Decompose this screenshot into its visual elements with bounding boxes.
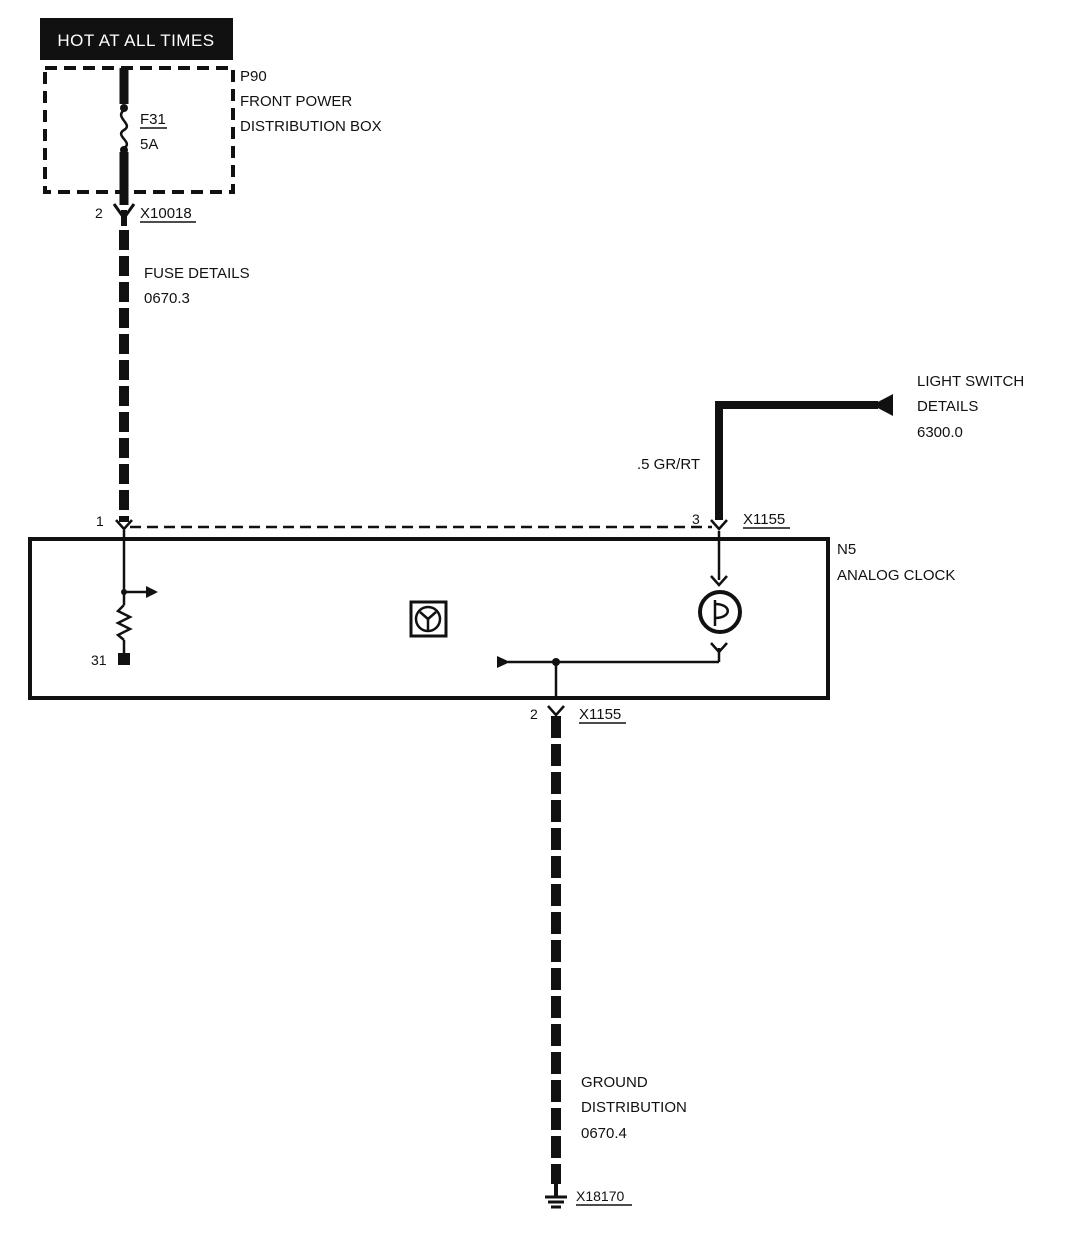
connector-x1155-bottom-id: X1155 xyxy=(579,706,621,723)
analog-clock-component-box xyxy=(28,537,830,700)
wire-gr-rt-label: .5 GR/RT xyxy=(637,456,700,473)
component-id: N5 xyxy=(837,541,856,558)
component-name: ANALOG CLOCK xyxy=(837,567,955,584)
ground-distribution-line3: 0670.4 xyxy=(581,1125,627,1142)
illumination-lamp-icon xyxy=(698,531,742,662)
light-switch-arrow-icon xyxy=(872,394,893,416)
clock-symbol-icon xyxy=(409,600,448,638)
connector-pin1-icon xyxy=(115,519,133,531)
light-switch-line3: 6300.0 xyxy=(917,424,963,441)
light-switch-wire xyxy=(715,401,878,520)
ground-symbol-icon xyxy=(545,1184,567,1209)
fuse-symbol-icon xyxy=(119,104,129,154)
ground-distribution-line2: DISTRIBUTION xyxy=(581,1099,687,1116)
ground-distribution-line1: GROUND xyxy=(581,1074,648,1091)
connector-x1155-pin2-icon xyxy=(547,705,565,717)
fuse-details-line2: 0670.3 xyxy=(144,290,190,307)
hot-at-all-times-header: HOT AT ALL TIMES xyxy=(40,18,233,60)
connector-x1155-pin3: 3 xyxy=(692,511,700,527)
hot-label: HOT AT ALL TIMES xyxy=(57,31,214,50)
internal-ground-line xyxy=(497,656,719,700)
ground-connector-id: X18170 xyxy=(576,1188,624,1204)
fuse-box-id: P90 xyxy=(240,68,267,85)
fuse-id: F31 xyxy=(140,111,166,128)
fuse-box-name-line1: FRONT POWER xyxy=(240,93,352,110)
fuse-details-line1: FUSE DETAILS xyxy=(144,265,250,282)
light-switch-line1: LIGHT SWITCH xyxy=(917,373,1024,390)
connector-x10018-icon xyxy=(112,203,136,226)
light-switch-line2: DETAILS xyxy=(917,398,978,415)
ground-pin-31-icon xyxy=(118,653,130,665)
connector-pin3-icon xyxy=(710,519,728,531)
connector-x10018-id: X10018 xyxy=(140,205,192,222)
connector-x10018-pin: 2 xyxy=(95,205,103,221)
fuse-box-outline xyxy=(43,66,235,194)
connector-x1155-bottom-pin: 2 xyxy=(530,706,538,722)
internal-resistor-branch xyxy=(115,530,158,655)
connector-x1155-pin1: 1 xyxy=(96,513,104,529)
fuse-rating: 5A xyxy=(140,136,158,153)
connector-x1155-top-id: X1155 xyxy=(743,511,785,528)
fuse-box-name-line2: DISTRIBUTION BOX xyxy=(240,118,382,135)
component-ground-pin: 31 xyxy=(91,652,107,668)
